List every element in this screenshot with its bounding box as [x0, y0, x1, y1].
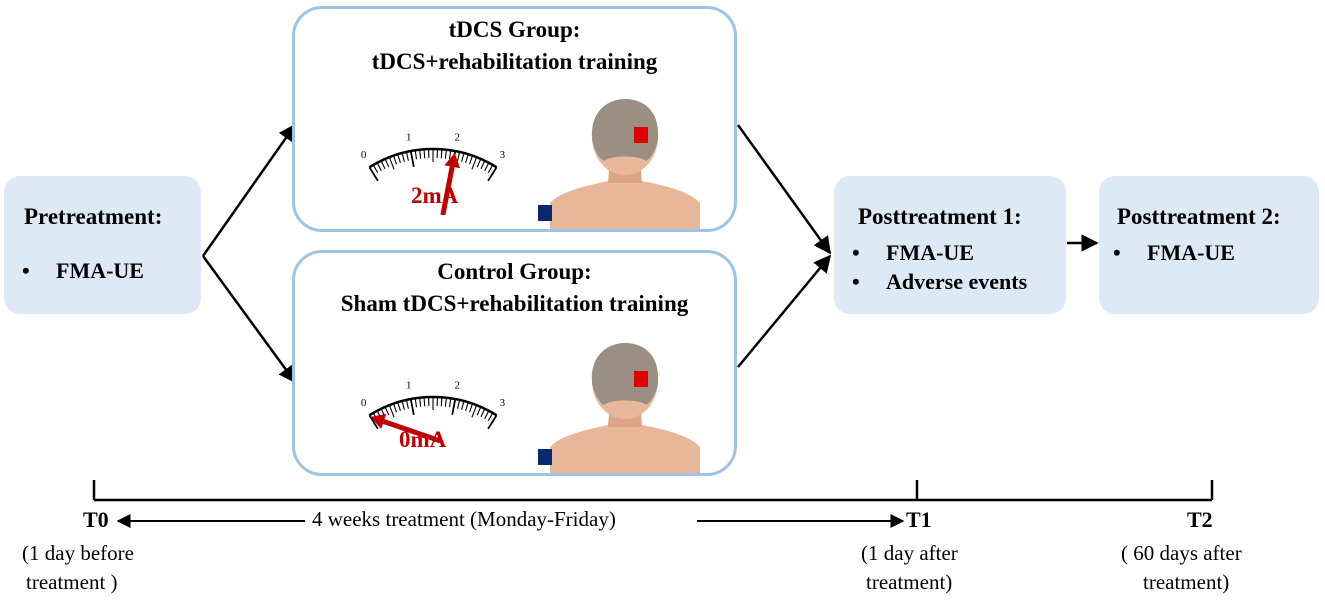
meter-tick-label: 2	[454, 379, 460, 391]
pretreatment-item: •FMA-UE	[22, 258, 144, 283]
timeline-axis	[92, 480, 1214, 502]
timepoint-t2-note: ( 60 days after	[1121, 541, 1242, 565]
timepoint-t0-note: treatment )	[26, 570, 118, 594]
arrow-pre-to-control	[201, 255, 297, 384]
arrow-control-to-post1	[737, 254, 832, 368]
anode-electrode	[634, 127, 648, 143]
patient-head-illustration	[538, 343, 700, 473]
control-group-subtitle: Sham tDCS+rehabilitation training	[340, 291, 689, 316]
timepoint-t1-note: treatment)	[866, 570, 953, 594]
control-group-title: Control Group:	[437, 259, 592, 284]
meter-tick-label: 3	[500, 149, 506, 161]
anode-electrode	[634, 371, 648, 387]
posttreatment2-item: •FMA-UE	[1113, 240, 1235, 265]
tdcs-group-box: tDCS Group: tDCS+rehabilitation training…	[292, 6, 737, 232]
treatment-duration-label: 4 weeks treatment (Monday-Friday)	[312, 507, 616, 531]
control-current-label: 0mA	[399, 427, 447, 452]
meter-tick-label: 3	[500, 397, 506, 409]
posttreatment2-title: Posttreatment 2:	[1117, 204, 1281, 229]
timepoint-t1-note: (1 day after	[861, 541, 958, 565]
timepoint-t2-note: treatment)	[1143, 570, 1230, 594]
control-current-meter: 0 1 2 3	[361, 379, 506, 444]
arrow-pre-to-tdcs	[201, 123, 297, 257]
cathode-electrode	[538, 205, 552, 221]
tdcs-current-meter: 0 1 2 3	[361, 131, 506, 215]
tdcs-group-subtitle: tDCS+rehabilitation training	[371, 49, 658, 74]
pretreatment-box: Pretreatment: •FMA-UE	[4, 176, 201, 314]
timepoint-t2: T2	[1187, 507, 1213, 532]
meter-tick-label: 1	[406, 131, 412, 143]
posttreatment1-title: Posttreatment 1:	[858, 204, 1022, 229]
posttreatment1-box: Posttreatment 1: •FMA-UE •Adverse events	[834, 176, 1066, 314]
timepoint-t0-note: (1 day before	[22, 541, 134, 565]
pretreatment-title: Pretreatment:	[24, 204, 163, 229]
current-pointer-arrow	[440, 153, 461, 215]
posttreatment1-item: •FMA-UE	[852, 240, 974, 265]
meter-tick-label: 0	[361, 397, 367, 409]
tdcs-group-title: tDCS Group:	[448, 17, 581, 42]
patient-head-illustration	[538, 99, 700, 229]
posttreatment1-item: •Adverse events	[852, 269, 1028, 294]
control-group-box: Control Group: Sham tDCS+rehabilitation …	[292, 250, 737, 476]
posttreatment2-box: Posttreatment 2: •FMA-UE	[1099, 176, 1319, 314]
current-pointer-arrow	[370, 413, 442, 444]
tdcs-current-label: 2mA	[411, 183, 459, 208]
timepoint-t1: T1	[906, 507, 932, 532]
cathode-electrode	[538, 449, 552, 465]
meter-tick-label: 0	[361, 149, 367, 161]
arrow-tdcs-to-post1	[736, 124, 832, 255]
timepoint-t0: T0	[83, 507, 109, 532]
meter-tick-label: 1	[406, 379, 412, 391]
meter-tick-label: 2	[454, 131, 460, 143]
